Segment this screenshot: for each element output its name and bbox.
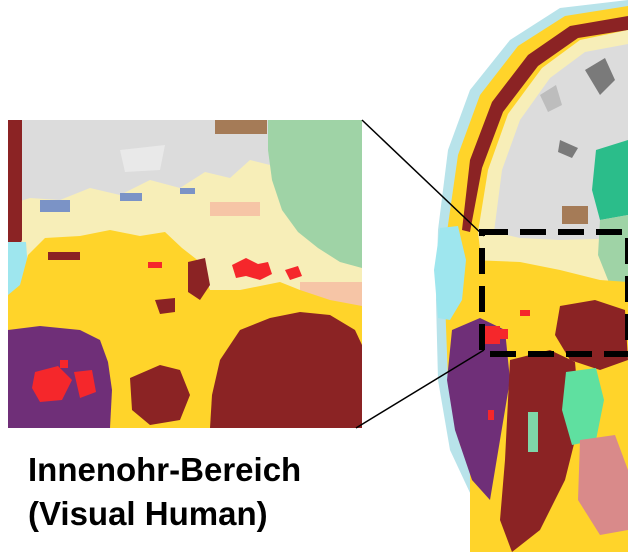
caption-line-1: Innenohr-Bereich <box>28 448 368 492</box>
magnified-inset-image <box>8 120 362 428</box>
caption-line-2: (Visual Human) <box>28 492 368 536</box>
mri-head-section-image <box>434 0 628 552</box>
image-caption: Innenohr-Bereich (Visual Human) <box>28 448 368 536</box>
